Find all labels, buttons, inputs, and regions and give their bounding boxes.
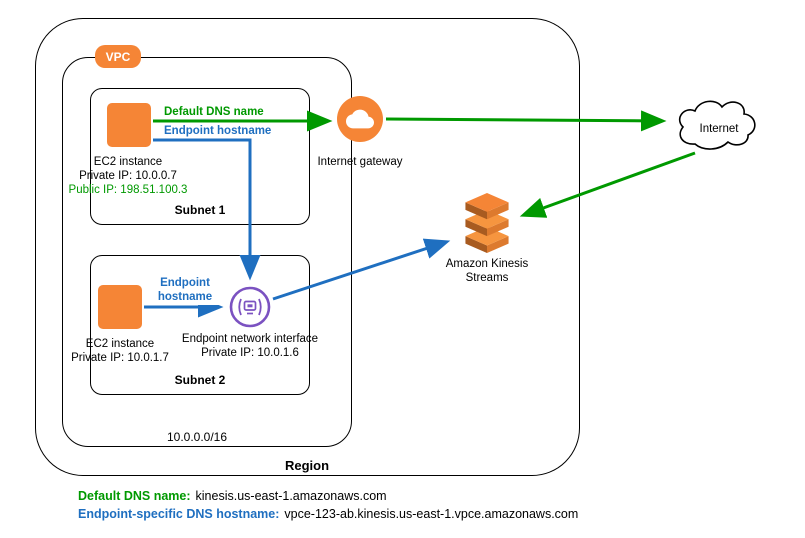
- legend-endpoint-dns-label: Endpoint-specific DNS hostname:: [78, 507, 280, 521]
- ec2-instance-icon: [98, 285, 142, 329]
- legend-default-dns-label: Default DNS name:: [78, 489, 191, 503]
- internet-gateway-label: Internet gateway: [317, 156, 403, 168]
- endpoint-interface-private-ip: Private IP: 10.0.1.6: [201, 347, 299, 359]
- endpoint-network-interface-icon: [229, 286, 271, 328]
- region-box: [35, 18, 580, 476]
- cloud-glyph-icon: [346, 109, 374, 129]
- kinesis-streams-icon: [465, 192, 509, 253]
- endpoint-hostname-label-1: Endpoint hostname: [162, 124, 274, 139]
- kinesis-label-line2: Streams: [465, 272, 509, 284]
- default-dns-name-label: Default DNS name: [162, 105, 266, 120]
- ec2-2-private-ip: Private IP: 10.0.1.7: [71, 352, 169, 364]
- kinesis-label-line1: Amazon Kinesis: [445, 258, 529, 270]
- subnet2-label: Subnet 2: [174, 373, 226, 387]
- endpoint-hostname-label-2: Endpoint hostname: [151, 276, 219, 305]
- ec2-1-public-ip: Public IP: 198.51.100.3: [68, 184, 188, 196]
- internet-gateway-icon: [337, 96, 383, 142]
- vpc-tab: VPC: [95, 45, 141, 68]
- subnet1-label: Subnet 1: [174, 203, 226, 217]
- internet-label: Internet: [699, 123, 739, 135]
- ec2-1-name: EC2 instance: [93, 156, 163, 168]
- ec2-2-name: EC2 instance: [85, 338, 155, 350]
- legend-endpoint-dns-value: vpce-123-ab.kinesis.us-east-1.vpce.amazo…: [284, 507, 579, 521]
- endpoint-interface-label: Endpoint network interface: [181, 333, 319, 345]
- legend-default-dns: Default DNS name: kinesis.us-east-1.amazo…: [78, 489, 387, 503]
- legend-default-dns-value: kinesis.us-east-1.amazonaws.com: [195, 489, 387, 503]
- ec2-1-private-ip: Private IP: 10.0.0.7: [79, 170, 177, 182]
- vpc-cidr-label: 10.0.0.0/16: [166, 430, 228, 444]
- ec2-instance-icon: [107, 103, 151, 147]
- region-label: Region: [284, 458, 330, 473]
- internet-cloud-icon: [678, 100, 756, 150]
- legend-endpoint-dns: Endpoint-specific DNS hostname: vpce-123-…: [78, 507, 578, 521]
